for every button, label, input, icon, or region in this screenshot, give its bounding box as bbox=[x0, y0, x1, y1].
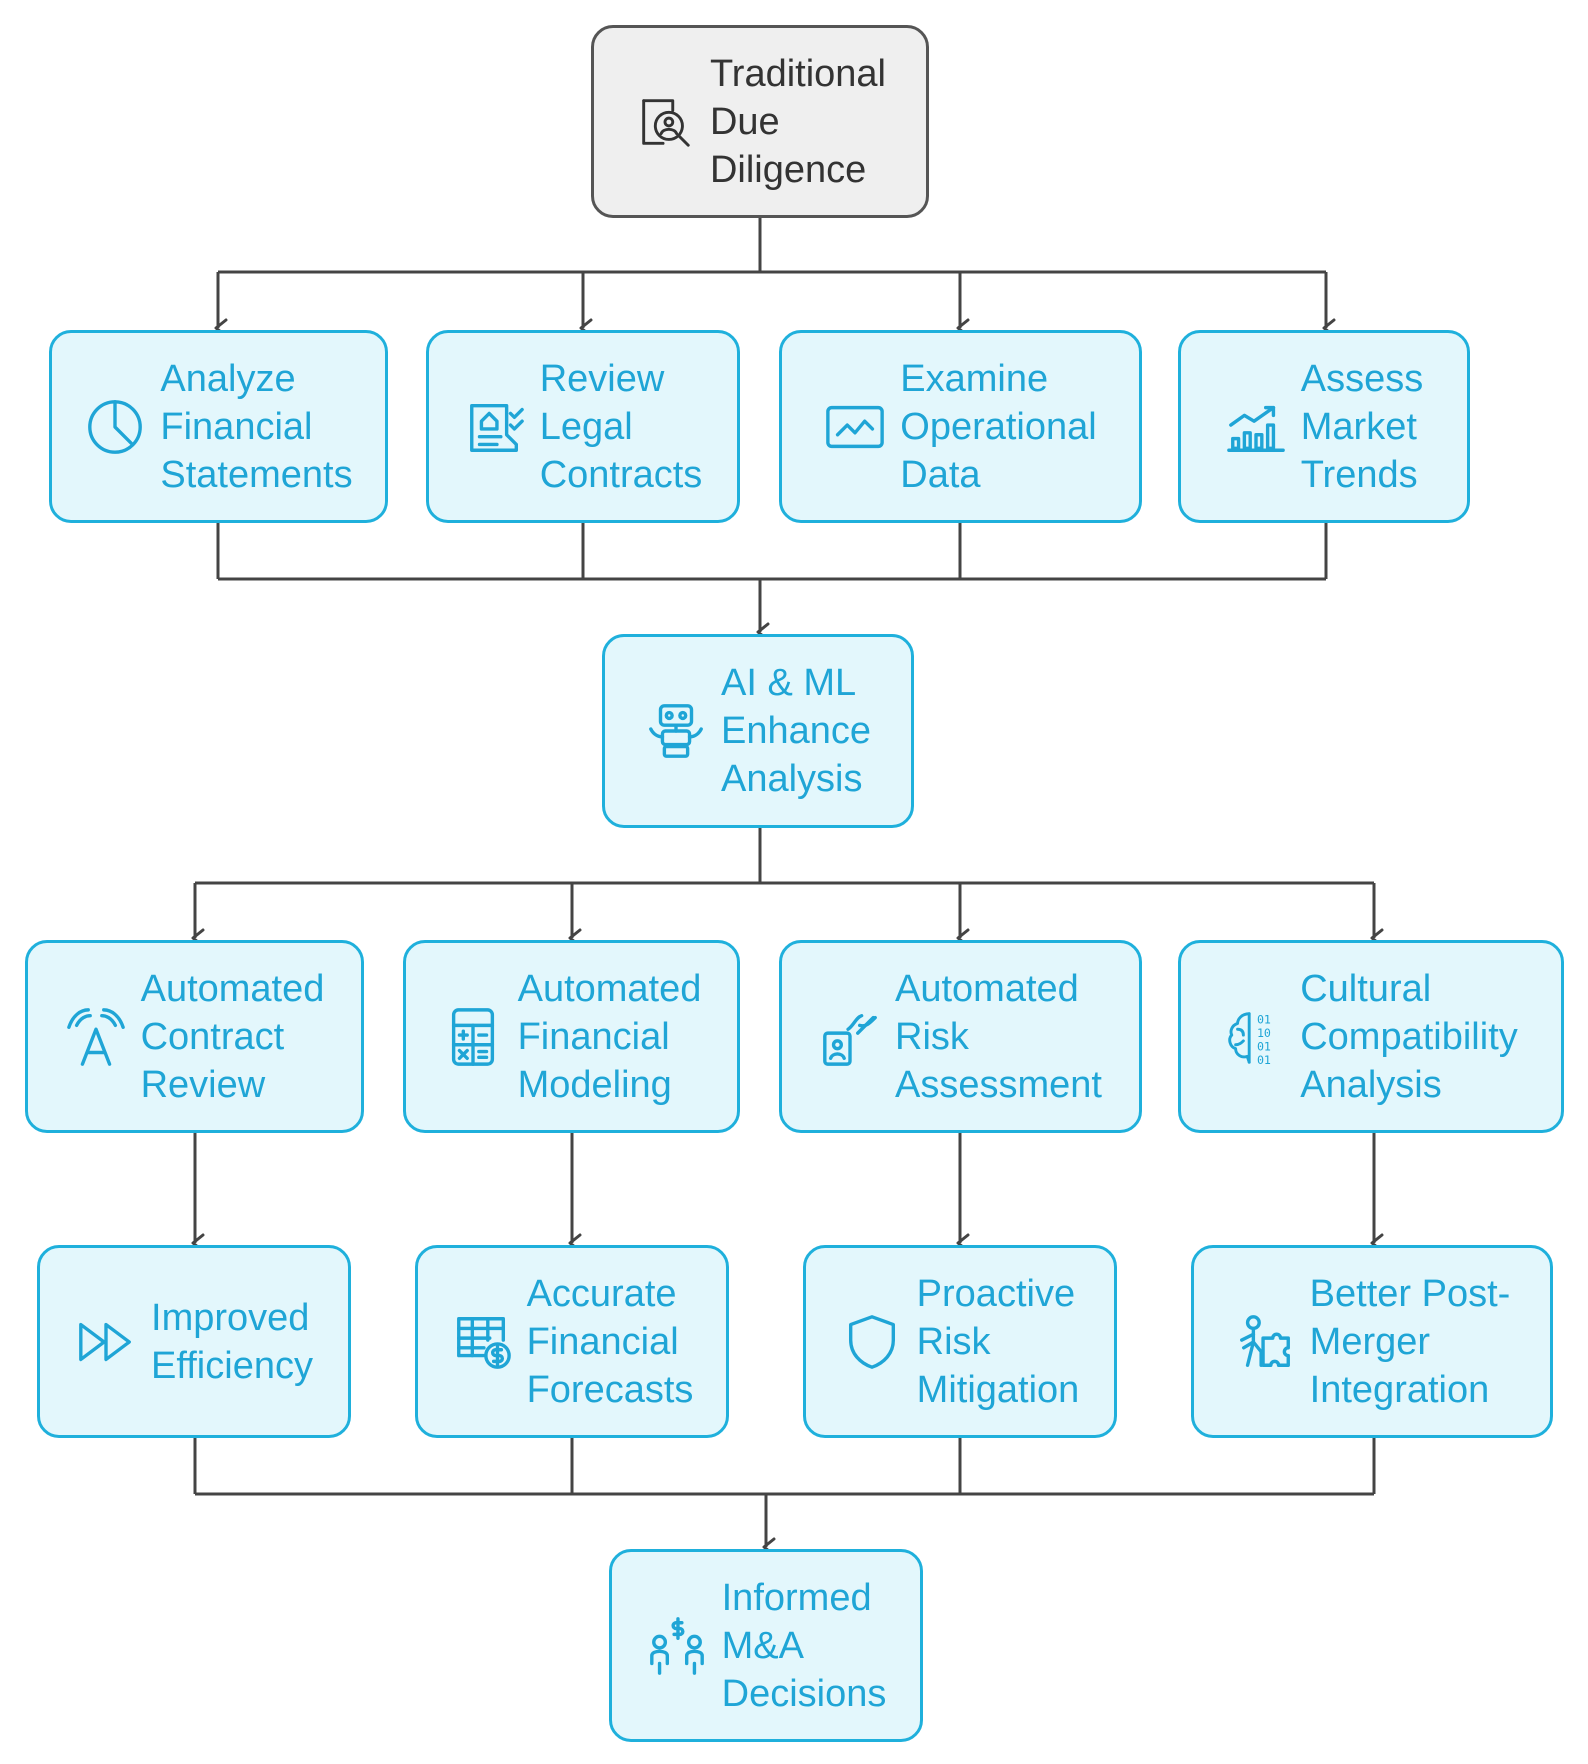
node-label: Assess Market Trends bbox=[1300, 357, 1424, 496]
pie-chart-icon bbox=[84, 396, 146, 458]
node-label: Automated Contract Review bbox=[140, 967, 325, 1106]
node-label: Proactive Risk Mitigation bbox=[916, 1272, 1080, 1411]
robot-icon bbox=[645, 700, 707, 762]
node-label: Informed M&A Decisions bbox=[721, 1576, 887, 1715]
node-automated-contract-review: Automated Contract Review bbox=[25, 940, 364, 1133]
node-label: AI & ML Enhance Analysis bbox=[720, 662, 871, 800]
node-proactive-risk-mitigation: Proactive Risk Mitigation bbox=[803, 1245, 1117, 1438]
shield-icon bbox=[841, 1311, 903, 1373]
bar-chart-trend-icon bbox=[1225, 396, 1287, 458]
node-improved-efficiency: Improved Efficiency bbox=[37, 1245, 351, 1438]
line-chart-icon bbox=[824, 396, 886, 458]
signal-letter-icon bbox=[65, 1006, 127, 1068]
node-informed-ma-decisions: Informed M&A Decisions bbox=[609, 1549, 923, 1742]
node-review-legal-contracts: Review Legal Contracts bbox=[426, 330, 740, 523]
node-ai-ml-enhance-analysis: AI & ML Enhance Analysis bbox=[602, 634, 914, 828]
node-label: Better Post- Merger Integration bbox=[1309, 1272, 1511, 1411]
id-card-signature-icon bbox=[819, 1006, 881, 1068]
node-label: Analyze Financial Statements bbox=[160, 357, 353, 496]
node-automated-risk-assessment: Automated Risk Assessment bbox=[779, 940, 1142, 1133]
svg-text:01: 01 bbox=[1257, 1053, 1271, 1067]
node-label: Improved Efficiency bbox=[151, 1296, 313, 1387]
node-better-post-merger-integration: Better Post- Merger Integration bbox=[1191, 1245, 1553, 1438]
svg-text:01: 01 bbox=[1257, 1039, 1271, 1053]
spreadsheet-dollar-icon bbox=[451, 1311, 513, 1373]
fast-forward-icon bbox=[75, 1311, 137, 1373]
magnifier-person-icon bbox=[634, 91, 696, 153]
node-analyze-financial-statements: Analyze Financial Statements bbox=[49, 330, 388, 523]
people-dollar-icon bbox=[646, 1615, 708, 1677]
node-automated-financial-modeling: Automated Financial Modeling bbox=[403, 940, 740, 1133]
contract-checklist-icon bbox=[464, 396, 526, 458]
node-label: Cultural Compatibility Analysis bbox=[1300, 967, 1518, 1106]
brain-binary-icon: 01 10 01 01 bbox=[1224, 1006, 1286, 1068]
node-label: Automated Risk Assessment bbox=[895, 967, 1102, 1106]
node-label: Traditional Due Diligence bbox=[709, 52, 886, 191]
node-label: Review Legal Contracts bbox=[539, 357, 703, 496]
svg-text:01: 01 bbox=[1257, 1012, 1271, 1026]
node-label: Examine Operational Data bbox=[900, 357, 1097, 496]
node-examine-operational-data: Examine Operational Data bbox=[779, 330, 1142, 523]
node-label: Automated Financial Modeling bbox=[517, 967, 702, 1106]
node-label: Accurate Financial Forecasts bbox=[526, 1272, 694, 1411]
calculator-icon bbox=[442, 1006, 504, 1068]
node-traditional-due-diligence: Traditional Due Diligence bbox=[591, 25, 929, 218]
svg-text:10: 10 bbox=[1257, 1026, 1271, 1040]
node-accurate-financial-forecasts: Accurate Financial Forecasts bbox=[415, 1245, 729, 1438]
person-puzzle-icon bbox=[1234, 1311, 1296, 1373]
node-cultural-compatibility-analysis: 01 10 01 01 Cultural Compatibility Analy… bbox=[1178, 940, 1564, 1133]
node-assess-market-trends: Assess Market Trends bbox=[1178, 330, 1470, 523]
